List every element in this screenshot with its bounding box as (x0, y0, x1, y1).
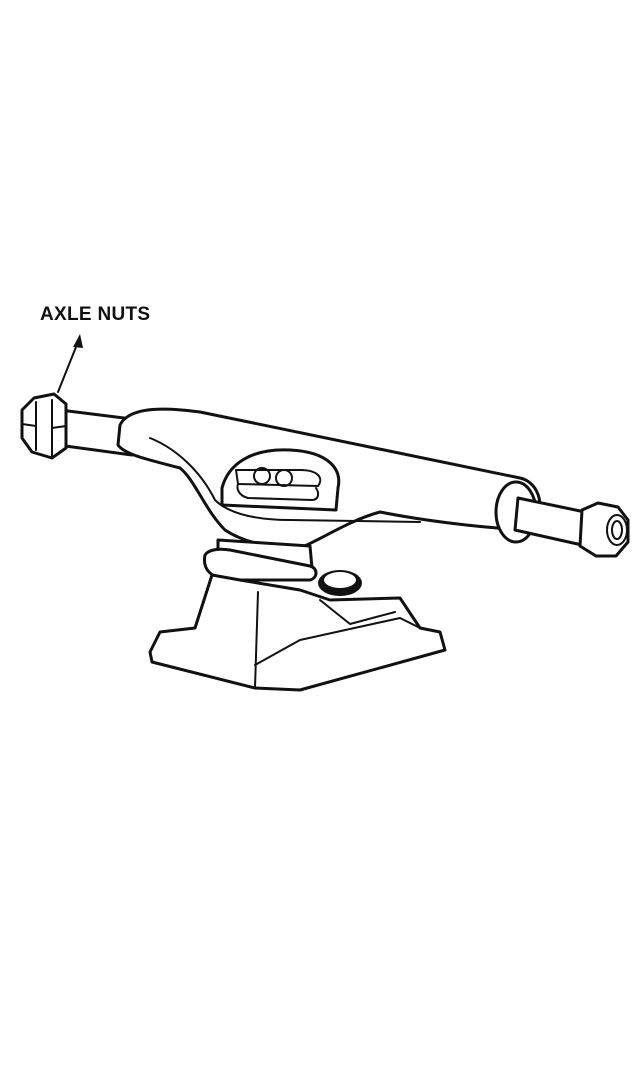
right-axle (494, 480, 587, 547)
bushing (202, 538, 318, 582)
baseplate (148, 573, 447, 692)
axle-nuts-label: AXLE NUTS (40, 304, 151, 325)
callout-arrow (57, 334, 83, 393)
kingpin-window (220, 448, 341, 512)
pivot-cup (318, 570, 362, 596)
right-axle-nut-icon (578, 501, 630, 558)
left-axle-nut-icon (20, 392, 68, 460)
